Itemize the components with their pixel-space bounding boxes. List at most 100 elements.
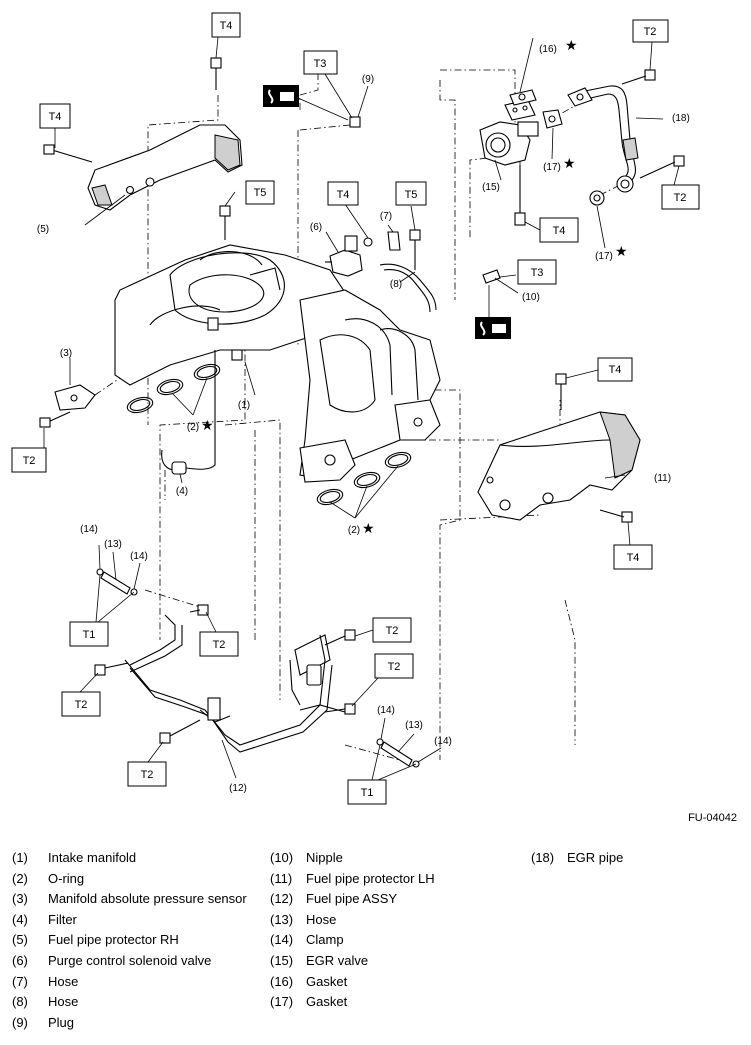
assembly-lines: [94, 69, 631, 761]
legend-column-2: (10)Nipple (11)Fuel pipe protector LH (1…: [270, 848, 435, 1013]
svg-text:T2: T2: [23, 455, 36, 467]
legend-item: (16)Gasket: [270, 973, 348, 989]
star-marks: ★ ★ ★ ★ ★: [201, 37, 628, 536]
bolt-t4-left: [43, 144, 93, 163]
svg-text:T3: T3: [531, 267, 544, 279]
egr-pipe: [567, 85, 639, 206]
svg-text:T2: T2: [141, 769, 154, 781]
bolt-t4-lh-top: [555, 373, 567, 410]
legend-item: (17)Gasket: [270, 994, 348, 1010]
torque-label-t1: T1: [347, 779, 387, 805]
hose-and-clamps-right: [376, 738, 420, 768]
legend-column-3: (18)EGR pipe: [531, 848, 623, 869]
bolt-t2-pipe-5: [324, 703, 356, 715]
torque-label-t2: T2: [661, 184, 700, 210]
torque-label-t2: T2: [11, 447, 47, 473]
legend-item: (1)Intake manifold: [12, 850, 137, 865]
nipple: [482, 269, 501, 284]
callout-8: (8): [390, 279, 402, 290]
torque-label-t4: T4: [613, 544, 653, 570]
callout-18: (18): [672, 113, 690, 124]
plug: [349, 116, 361, 128]
star-icon: ★: [201, 417, 214, 433]
fuel-pipe-assy: [124, 614, 346, 753]
svg-text:T1: T1: [83, 629, 96, 641]
callout-13: (13): [405, 720, 423, 731]
callout-1: (1): [238, 400, 250, 411]
callout-5: (5): [37, 224, 49, 235]
legend-item: (18)EGR pipe: [531, 850, 624, 865]
purge-control-solenoid-valve: [325, 235, 373, 277]
bolt-t2-egr-right: [639, 155, 685, 179]
callout-15: (15): [482, 182, 500, 193]
leader-lines: [43, 36, 680, 781]
callout-11: (11): [654, 473, 671, 484]
callout-6: (6): [310, 222, 322, 233]
parts-legend: (1)Intake manifold (2)O-ring (3)Manifold…: [0, 848, 751, 1038]
callout-3: (3): [60, 348, 72, 359]
bolt-t5-left: [219, 205, 231, 240]
callout-9: (9): [362, 74, 374, 85]
torque-label-t2: T2: [61, 691, 101, 717]
svg-text:T4: T4: [609, 364, 622, 376]
fuel-pipe-protector-lh: [477, 411, 641, 521]
callout-12: (12): [229, 783, 247, 794]
bolt-t2-pipe-1: [189, 604, 209, 616]
torque-label-t4: T4: [39, 103, 71, 129]
svg-text:T4: T4: [337, 189, 350, 201]
svg-text:T4: T4: [49, 111, 62, 123]
torque-label-t2: T2: [632, 19, 669, 43]
svg-text:T2: T2: [674, 192, 687, 204]
exploded-parts-diagram: T4 T4 T3 T5 T4 T5 T3 T2 T2 T4 T4 T4: [11, 12, 700, 805]
bolt-t4-top: [210, 57, 222, 90]
torque-label-t4: T4: [597, 357, 633, 382]
o-rings-upper: [126, 363, 221, 414]
callout-17: (17): [543, 162, 561, 173]
callout-13: (13): [104, 539, 122, 550]
egr-gasket-17-upper: [542, 109, 563, 129]
svg-text:T4: T4: [627, 552, 640, 564]
callout-14: (14): [130, 551, 148, 562]
intake-manifold: [114, 244, 441, 483]
egr-valve: [479, 99, 539, 166]
map-sensor: [54, 384, 96, 411]
legend-item: (3)Manifold absolute pressure sensor: [12, 891, 247, 907]
callout-10: (10): [522, 292, 540, 303]
svg-text:T5: T5: [405, 189, 418, 201]
callout-2: (2): [187, 422, 199, 433]
legend-item: (7)Hose: [12, 973, 79, 989]
torque-label-t1: T1: [69, 621, 109, 647]
callout-17: (17): [595, 251, 613, 262]
legend-item: (11)Fuel pipe protector LH: [270, 870, 435, 886]
sealant-icon: [263, 85, 299, 107]
legend-item: (2)O-ring: [12, 870, 85, 886]
hoses-7-8: [379, 231, 437, 313]
legend-item: (13)Hose: [270, 911, 337, 927]
star-icon: ★: [362, 520, 375, 536]
fuel-pipe-protector-rh: [87, 124, 243, 211]
svg-text:T4: T4: [553, 225, 566, 237]
bolt-t4-egr: [514, 165, 526, 226]
torque-label-t5: T5: [245, 180, 275, 205]
svg-text:T3: T3: [314, 58, 327, 70]
bolt-t2-pipe-3: [159, 719, 201, 744]
star-icon: ★: [565, 37, 578, 53]
bolt-t2-pipe-2: [94, 662, 129, 676]
hose-and-clamps-left: [96, 568, 138, 596]
torque-label-t3: T3: [303, 50, 338, 75]
callout-4: (4): [176, 486, 188, 497]
callout-14: (14): [80, 524, 98, 535]
torque-label-t4: T4: [539, 217, 579, 243]
legend-item: (12)Fuel pipe ASSY: [270, 891, 398, 907]
svg-text:T1: T1: [361, 787, 374, 799]
bolt-t4-lh-bottom: [599, 509, 633, 523]
callout-2: (2): [348, 525, 360, 536]
figure-code: FU-04042: [688, 812, 737, 824]
filter: [161, 350, 216, 475]
legend-item: (10)Nipple: [270, 850, 343, 865]
legend-item: (9)Plug: [12, 1014, 75, 1030]
svg-text:T2: T2: [644, 26, 657, 38]
svg-text:T2: T2: [388, 661, 401, 673]
callout-14: (14): [434, 736, 452, 747]
svg-text:T2: T2: [386, 625, 399, 637]
